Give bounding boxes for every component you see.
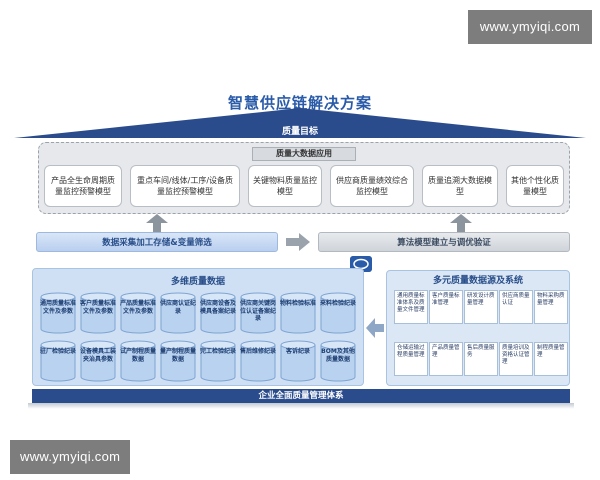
arrow-right-icon bbox=[286, 233, 310, 251]
source-system: 供应商质量认证 bbox=[499, 290, 533, 324]
data-cylinder: 供应商设备及模具备案纪录 bbox=[200, 292, 236, 334]
source-system: 制程质量管理 bbox=[534, 342, 568, 376]
source-system: 研发设计质量管理 bbox=[464, 290, 498, 324]
arrow-left-icon bbox=[366, 318, 384, 338]
arrow-up-icon bbox=[450, 214, 472, 232]
roof-triangle bbox=[14, 108, 586, 138]
app-traceability: 质量追溯大数据模型 bbox=[422, 165, 498, 207]
data-cylinder: 试产制程质量数据 bbox=[120, 340, 156, 382]
data-cylinder: 客诉纪录 bbox=[280, 340, 316, 382]
source-system: 仓储运输过程质量管理 bbox=[394, 342, 428, 376]
data-cylinder: 设备模具工装夹治具参数 bbox=[80, 340, 116, 382]
data-cylinder-label: 客诉纪录 bbox=[285, 348, 310, 355]
page-title: 智慧供应链解决方案 bbox=[227, 94, 372, 112]
data-cylinder-label: 客户质量标准文件及参数 bbox=[80, 300, 117, 315]
data-cylinder-label: 供应商设备及模具备案纪录 bbox=[200, 300, 237, 315]
data-cylinder: 完工检验纪录 bbox=[200, 340, 236, 382]
data-cylinder-label: 产品质量标准文件及参数 bbox=[120, 300, 157, 315]
source-system: 物料采购质量管理 bbox=[534, 290, 568, 324]
data-cylinder: 售后维修纪录 bbox=[240, 340, 276, 382]
source-system: 通用质量标准体系及质量文件管理 bbox=[394, 290, 428, 324]
data-cylinder: 客户质量标准文件及参数 bbox=[80, 292, 116, 334]
data-cylinder-label: 售后维修纪录 bbox=[240, 348, 277, 355]
data-cylinder: 产品质量标准文件及参数 bbox=[120, 292, 156, 334]
data-cylinder: 量产制程质量数据 bbox=[160, 340, 196, 382]
data-cylinder-label: 来料检验纪录 bbox=[320, 300, 357, 307]
big-data-applications-title: 质量大数据应用 bbox=[252, 147, 356, 161]
enterprise-quality-system-bar: 企业全面质量管理体系 bbox=[32, 389, 570, 403]
algorithm-model-band: 算法模型建立与调优验证 bbox=[318, 232, 570, 252]
data-cylinder-label: 供应商认证纪录 bbox=[160, 300, 197, 315]
data-cylinder: 来料检验纪录 bbox=[320, 292, 356, 334]
source-system: 客户质量标准管理 bbox=[429, 290, 463, 324]
data-cylinder-label: BOM及其他质量数据 bbox=[321, 348, 355, 363]
data-cylinder-label: 完工检验纪录 bbox=[200, 348, 237, 355]
multidim-data-title: 多维质量数据 bbox=[170, 277, 225, 287]
base-shadow bbox=[28, 403, 574, 409]
data-cylinder: 驻厂检验纪录 bbox=[40, 340, 76, 382]
data-cylinder-label: 通用质量标准文件及参数 bbox=[40, 300, 77, 315]
app-supplier-performance: 供应商质量绩效综合监控模型 bbox=[330, 165, 414, 207]
data-cylinder: 通用质量标准文件及参数 bbox=[40, 292, 76, 334]
data-processing-band: 数据采集加工存储&变量筛选 bbox=[36, 232, 278, 252]
source-system: 产品质量管理 bbox=[429, 342, 463, 376]
app-custom-models: 其他个性化质量模型 bbox=[506, 165, 564, 207]
data-cylinder-label: 量产制程质量数据 bbox=[160, 348, 197, 363]
data-sources-title: 多元质量数据源及系统 bbox=[432, 276, 523, 286]
source-system: 质量培训及资格认证管理 bbox=[499, 342, 533, 376]
quality-goal-label: 质量目标 bbox=[281, 127, 318, 137]
app-workshop-monitoring: 重点车间/线体/工序/设备质量监控预警模型 bbox=[130, 165, 240, 207]
data-cylinder: BOM及其他质量数据 bbox=[320, 340, 356, 382]
data-cylinder-label: 供应商关键岗位认证备案纪录 bbox=[240, 300, 277, 322]
data-cylinder-label: 试产制程质量数据 bbox=[120, 348, 157, 363]
arrow-up-icon bbox=[146, 214, 168, 232]
data-cylinder-label: 驻厂检验纪录 bbox=[40, 348, 77, 355]
app-key-material: 关键物料质量监控模型 bbox=[248, 165, 322, 207]
data-cylinder-label: 设备模具工装夹治具参数 bbox=[80, 348, 117, 363]
app-product-lifecycle: 产品全生命周期质量监控预警模型 bbox=[44, 165, 122, 207]
watermark-bottom: www.ymyiqi.com bbox=[10, 440, 130, 474]
data-cylinder: 供应商认证纪录 bbox=[160, 292, 196, 334]
data-cylinder: 物料检验标准 bbox=[280, 292, 316, 334]
data-cylinder-label: 物料检验标准 bbox=[280, 300, 317, 307]
watermark-top: www.ymyiqi.com bbox=[468, 10, 592, 44]
data-cylinder: 供应商关键岗位认证备案纪录 bbox=[240, 292, 276, 334]
source-system: 售后质量服务 bbox=[464, 342, 498, 376]
